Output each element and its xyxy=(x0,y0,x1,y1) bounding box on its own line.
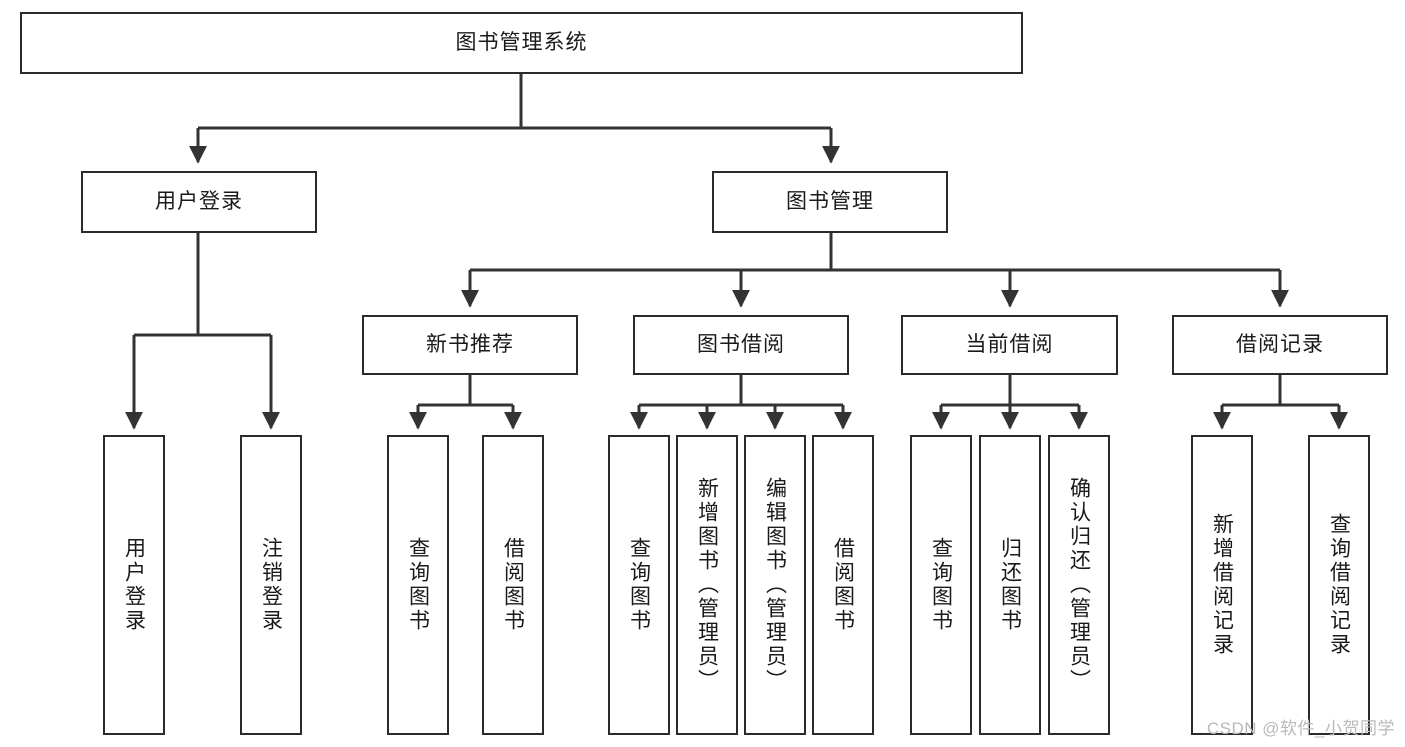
leaf-label: 查询借阅记录 xyxy=(1327,513,1351,657)
leaf-book-borrow-add[interactable]: 新增图书（管理员） xyxy=(676,435,738,735)
leaf-borrow-record-query[interactable]: 查询借阅记录 xyxy=(1308,435,1370,735)
leaf-book-borrow-edit[interactable]: 编辑图书（管理员） xyxy=(744,435,806,735)
leaf-label: 查询图书 xyxy=(929,537,953,633)
leaf-new-book-query[interactable]: 查询图书 xyxy=(387,435,449,735)
leaf-label: 用户登录 xyxy=(122,537,146,633)
node-borrow-record-label: 借阅记录 xyxy=(1236,333,1324,357)
node-user-login-label: 用户登录 xyxy=(155,190,243,214)
leaf-book-borrow-query[interactable]: 查询图书 xyxy=(608,435,670,735)
leaf-label: 查询图书 xyxy=(406,537,430,633)
leaf-label: 新增借阅记录 xyxy=(1210,513,1234,657)
node-new-book[interactable]: 新书推荐 xyxy=(362,315,578,375)
leaf-label: 编辑图书（管理员） xyxy=(763,477,787,693)
node-current-borrow[interactable]: 当前借阅 xyxy=(901,315,1118,375)
leaf-user-login-logout[interactable]: 注销登录 xyxy=(240,435,302,735)
node-book-manage[interactable]: 图书管理 xyxy=(712,171,948,233)
leaf-label: 新增图书（管理员） xyxy=(695,477,719,693)
leaf-label: 注销登录 xyxy=(259,537,283,633)
node-book-manage-label: 图书管理 xyxy=(786,190,874,214)
leaf-current-borrow-query[interactable]: 查询图书 xyxy=(910,435,972,735)
leaf-borrow-record-add[interactable]: 新增借阅记录 xyxy=(1191,435,1253,735)
node-new-book-label: 新书推荐 xyxy=(426,333,514,357)
node-current-borrow-label: 当前借阅 xyxy=(965,333,1054,357)
leaf-user-login-login[interactable]: 用户登录 xyxy=(103,435,165,735)
leaf-book-borrow-borrow[interactable]: 借阅图书 xyxy=(812,435,874,735)
leaf-current-borrow-confirm[interactable]: 确认归还（管理员） xyxy=(1048,435,1110,735)
leaf-label: 归还图书 xyxy=(998,537,1022,633)
node-root[interactable]: 图书管理系统 xyxy=(20,12,1023,74)
leaf-label: 查询图书 xyxy=(627,537,651,633)
node-book-borrow[interactable]: 图书借阅 xyxy=(633,315,849,375)
node-book-borrow-label: 图书借阅 xyxy=(697,333,785,357)
node-borrow-record[interactable]: 借阅记录 xyxy=(1172,315,1388,375)
leaf-label: 借阅图书 xyxy=(501,537,525,633)
leaf-current-borrow-return[interactable]: 归还图书 xyxy=(979,435,1041,735)
leaf-label: 借阅图书 xyxy=(831,537,855,633)
leaf-label: 确认归还（管理员） xyxy=(1067,477,1091,693)
node-root-label: 图书管理系统 xyxy=(455,31,588,55)
node-user-login[interactable]: 用户登录 xyxy=(81,171,317,233)
leaf-new-book-borrow[interactable]: 借阅图书 xyxy=(482,435,544,735)
